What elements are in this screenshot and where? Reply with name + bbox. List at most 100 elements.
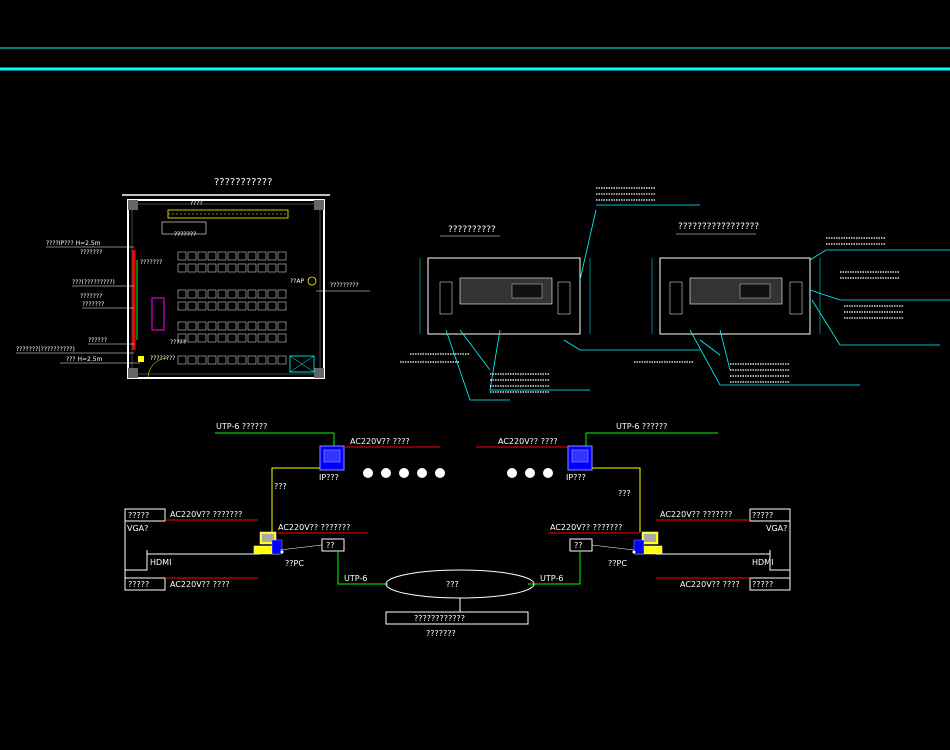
ip-camera-right-label: IP??? (566, 473, 586, 482)
box-bottom-right (749, 577, 791, 591)
desk (277, 301, 287, 311)
box-bottom-left (124, 577, 166, 591)
campus-network-ellipse (385, 569, 535, 599)
vga-left-label: VGA? (127, 524, 148, 533)
desk (257, 321, 267, 331)
desk (177, 301, 187, 311)
desk (237, 251, 247, 261)
box-top-right-label: ????? (752, 511, 773, 520)
box-bottom-left-label: ????? (128, 580, 149, 589)
server-box-label: ???????????? (414, 614, 465, 623)
desk (267, 301, 277, 311)
elevation-annotations (400, 187, 904, 393)
desk (187, 251, 197, 261)
desk (207, 301, 217, 311)
ac-pc-right-label: AC220V?? ??????? (550, 523, 622, 532)
desk (227, 289, 237, 299)
ac-camera-left-label: AC220V?? ???? (350, 437, 410, 446)
desk (257, 289, 267, 299)
desk (237, 321, 247, 331)
desk (177, 321, 187, 331)
ac-top-left-label: AC220V?? ??????? (170, 510, 242, 519)
desk (217, 321, 227, 331)
ellipse-label: ??? (446, 580, 459, 589)
desk (247, 251, 257, 261)
desk (197, 251, 207, 261)
desk (197, 321, 207, 331)
floorplan-label-6: ???????(??????????) (16, 346, 75, 353)
desk (277, 355, 287, 365)
floorplan-ip-height-label: ????IP??? H=2.5m (46, 240, 101, 247)
pc-left-label: ??PC (285, 559, 304, 568)
desk (247, 263, 257, 273)
ip-camera-left-label: IP??? (319, 473, 339, 482)
desk (227, 251, 237, 261)
floorplan-ip-sub-label: ??????? (80, 249, 102, 256)
desk (217, 301, 227, 311)
hdmi-left-label: HDMI (150, 558, 171, 567)
box-top-right (749, 508, 791, 522)
desk (227, 263, 237, 273)
desk (177, 289, 187, 299)
floorplan-right-label: ????????? (330, 282, 359, 289)
classroom-floor-plan: ??????????? ???? ??????? ??AP ????????? (16, 177, 370, 379)
desk (177, 355, 187, 365)
ac-pc-left-label: AC220V?? ??????? (278, 523, 350, 532)
desk (277, 321, 287, 331)
desk (247, 289, 257, 299)
desk (247, 301, 257, 311)
elevation-left (419, 257, 591, 335)
ac-top-right-label: AC220V?? ??????? (660, 510, 732, 519)
floorplan-podium-label: ??????? (174, 231, 196, 238)
floorplan-bottom-label-2: ???????? (150, 355, 175, 362)
utp-right-label: UTP-6 ?????? (616, 422, 667, 431)
desk (267, 355, 277, 365)
elevation-left-title: ?????????? (448, 225, 496, 235)
elevation-right (651, 257, 821, 335)
floorplan-h25-label: ??? H=2.5m (66, 356, 103, 363)
desk (257, 355, 267, 365)
desk (207, 263, 217, 273)
desk (257, 301, 267, 311)
desk (227, 321, 237, 331)
desk (217, 355, 227, 365)
desk (217, 333, 227, 343)
pc-right-icon (632, 531, 663, 555)
desk (257, 251, 267, 261)
desk (177, 333, 187, 343)
elevation-right-title: ????????????????? (678, 222, 759, 232)
desk (187, 301, 197, 311)
desk (187, 321, 197, 331)
connection-left-label: ??? (274, 482, 287, 491)
utp6-left-label: UTP-6 (344, 574, 367, 583)
server-box (385, 611, 529, 625)
desk-grid (177, 251, 287, 365)
utp6-right-label: UTP-6 (540, 574, 563, 583)
desk (247, 321, 257, 331)
desk (247, 355, 257, 365)
switch-right-label: ?? (574, 541, 583, 550)
floorplan-top-label: ???? (190, 200, 203, 207)
pc-right-label: ??PC (608, 559, 627, 568)
desk (277, 289, 287, 299)
desk (187, 289, 197, 299)
desk (197, 333, 207, 343)
floorplan-label-3: ??????? (80, 293, 102, 300)
desk (207, 321, 217, 331)
desk (267, 251, 277, 261)
desk (197, 301, 207, 311)
desk (187, 355, 197, 365)
pc-left-icon (253, 531, 284, 555)
desk (237, 289, 247, 299)
desk (237, 263, 247, 273)
desk (187, 333, 197, 343)
desk (237, 301, 247, 311)
floorplan-bottom-label-1: ????? (170, 339, 186, 346)
desk (267, 333, 277, 343)
desk (267, 321, 277, 331)
desk (207, 355, 217, 365)
elevation-leader-lines (445, 204, 950, 401)
box-top-left-label: ????? (128, 511, 149, 520)
floorplan-label-5: ?????? (88, 337, 107, 344)
network-diagram: UTP-6 ?????? UTP-6 ?????? AC220V?? ???? … (124, 422, 791, 638)
